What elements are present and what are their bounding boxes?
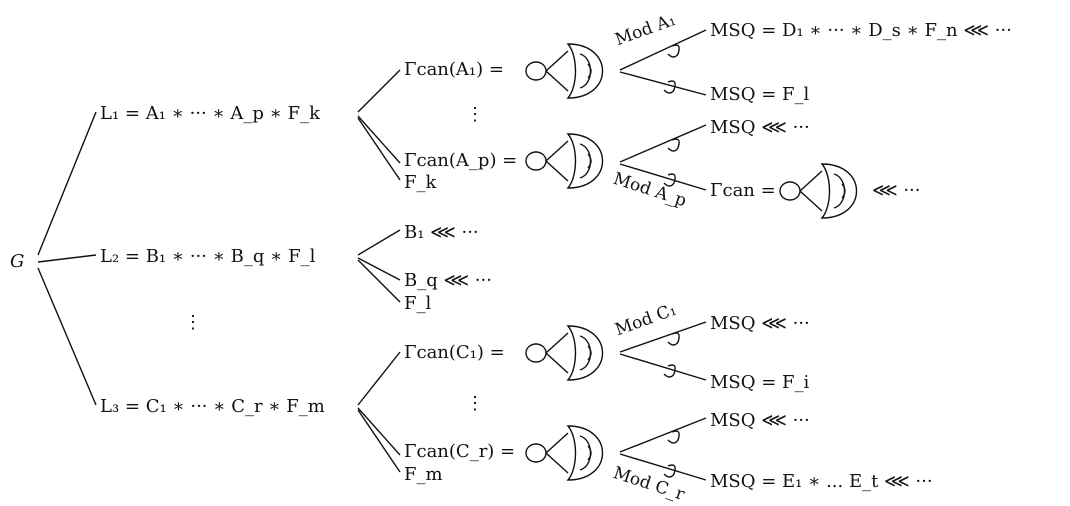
edge-c1-msq2 xyxy=(619,353,707,381)
msq-b3-3: MSQ ⋘ ··· xyxy=(710,410,810,431)
gcan-a1: Γcan(A₁) = xyxy=(404,59,504,80)
edge-a1-msq1 xyxy=(619,29,707,71)
msq-b1-2: MSQ = F_l xyxy=(710,84,810,105)
msq-b3-2: MSQ = F_i xyxy=(710,372,810,393)
free-fl: F_l xyxy=(404,293,432,314)
msq-b1-1: MSQ = D₁ ∗ ··· ∗ D_s ∗ F_n ⋘ ··· xyxy=(710,20,1012,41)
curl-ap-2 xyxy=(663,173,676,187)
free-fm: F_m xyxy=(404,464,443,485)
curl-ap-1 xyxy=(667,138,680,152)
graph-icon-ap xyxy=(525,133,603,189)
msq-b3-4: MSQ = E₁ ∗ ... E_t ⋘ ··· xyxy=(710,471,933,492)
edge-l1-fk xyxy=(357,117,401,181)
root-node-g: G xyxy=(10,251,25,272)
edge-l1-gcan-ap xyxy=(357,115,401,164)
edge-c1-msq1 xyxy=(619,321,707,353)
free-fk: F_k xyxy=(404,172,437,193)
edge-g-l2 xyxy=(37,254,97,263)
node-l3: L₃ = C₁ ∗ ··· ∗ C_r ∗ F_m xyxy=(100,396,325,417)
curl-c1-2 xyxy=(663,364,676,378)
curl-a1-1 xyxy=(667,44,680,58)
edge-ap-msq3 xyxy=(619,124,707,163)
curl-a1-2 xyxy=(663,80,676,94)
gcan-b1-4-tail: ⋘ ··· xyxy=(872,180,921,201)
gcan-cr: Γcan(C_r) = xyxy=(404,441,516,462)
curl-c1-1 xyxy=(667,332,680,346)
vdots-branch1: ⋮ xyxy=(466,104,484,125)
graph-icon-a1 xyxy=(525,43,603,99)
gcan-ap: Γcan(A_p) = xyxy=(404,150,518,171)
edge-l3-fm xyxy=(357,409,401,473)
edge-cr-msq4 xyxy=(619,453,707,481)
edge-l2-b1 xyxy=(357,229,401,256)
node-bq: B_q ⋘ ··· xyxy=(404,270,492,291)
graph-icon-cr xyxy=(525,425,603,481)
edge-l2-bq xyxy=(357,257,401,281)
vdots-level1: ⋮ xyxy=(184,312,202,333)
curl-cr-1 xyxy=(667,430,680,444)
edge-l3-gcan-c1 xyxy=(357,351,401,406)
edge-ap-gcan xyxy=(619,163,707,191)
edge-l2-fl xyxy=(357,259,401,303)
gcan-c1: Γcan(C₁) = xyxy=(404,342,505,363)
edge-a1-msq2 xyxy=(619,71,707,96)
curl-cr-2 xyxy=(663,464,676,478)
edge-g-l3 xyxy=(37,267,97,406)
msq-b3-1: MSQ ⋘ ··· xyxy=(710,313,810,334)
node-l2: L₂ = B₁ ∗ ··· ∗ B_q ∗ F_l xyxy=(100,246,316,267)
gcan-b1-4: Γcan = xyxy=(710,180,776,201)
node-l1: L₁ = A₁ ∗ ··· ∗ A_p ∗ F_k xyxy=(100,103,321,124)
node-b1: B₁ ⋘ ··· xyxy=(404,222,479,243)
edge-l1-gcan-a1 xyxy=(357,69,401,113)
vdots-branch3: ⋮ xyxy=(466,393,484,414)
graph-icon-gcan xyxy=(779,163,857,219)
msq-b1-3: MSQ ⋘ ··· xyxy=(710,117,810,138)
graph-icon-c1 xyxy=(525,325,603,381)
edge-l3-gcan-cr xyxy=(357,407,401,456)
edge-g-l1 xyxy=(37,111,97,256)
edge-cr-msq3 xyxy=(619,417,707,453)
